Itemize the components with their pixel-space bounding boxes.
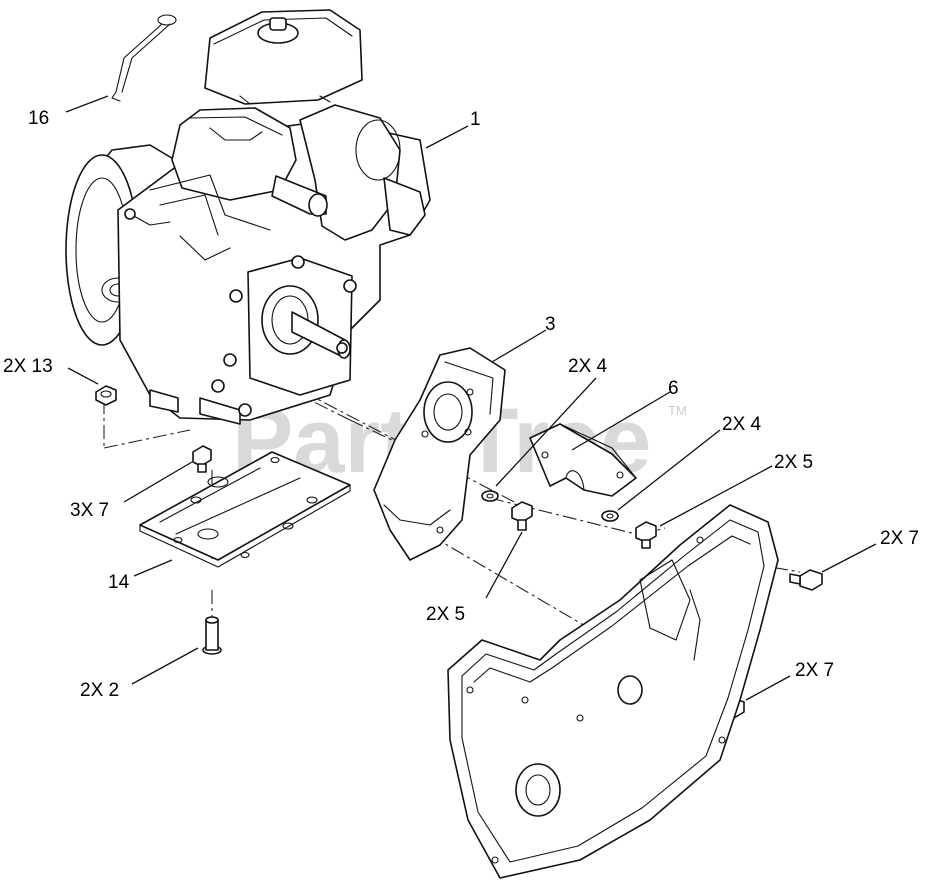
callout-4-left: 2X 4 [568, 356, 608, 377]
callout-16: 16 [28, 108, 49, 129]
flat-washer-left [481, 490, 499, 502]
callout-3: 3 [545, 314, 556, 335]
callout-6: 6 [668, 378, 679, 399]
hex-screw-left [511, 501, 533, 531]
callout-1: 1 [470, 109, 481, 130]
hex-screw-upper [192, 445, 212, 473]
watermark-trademark: TM [668, 403, 687, 418]
hex-screw-housing-upper [789, 569, 823, 591]
hex-screw-right [635, 521, 657, 549]
callout-5-right: 2X 5 [774, 452, 813, 473]
belt-bracket [529, 423, 637, 497]
hex-nut [95, 385, 117, 406]
engine-assembly [65, 9, 431, 425]
mounting-plate [373, 347, 506, 561]
callout-7-upper: 2X 7 [880, 528, 919, 549]
callout-13: 2X 13 [3, 356, 53, 377]
callout-labels: 16 1 2X 13 3 2X 4 6 2X 4 2X 5 3X 7 14 2X… [3, 108, 919, 701]
callout-2: 2X 2 [80, 680, 119, 701]
callout-7-three: 3X 7 [70, 500, 109, 521]
belt-cover-housing [447, 504, 779, 879]
callout-5-left: 2X 5 [426, 604, 465, 625]
callout-4-right: 2X 4 [722, 414, 762, 435]
leader-lines [65, 95, 877, 701]
callout-7-lower: 2X 7 [795, 660, 834, 681]
flat-washer-right [601, 510, 619, 522]
callout-14: 14 [108, 572, 130, 593]
base-plate [139, 451, 351, 568]
dipstick-wire [111, 14, 177, 102]
carriage-bolt [202, 616, 222, 655]
